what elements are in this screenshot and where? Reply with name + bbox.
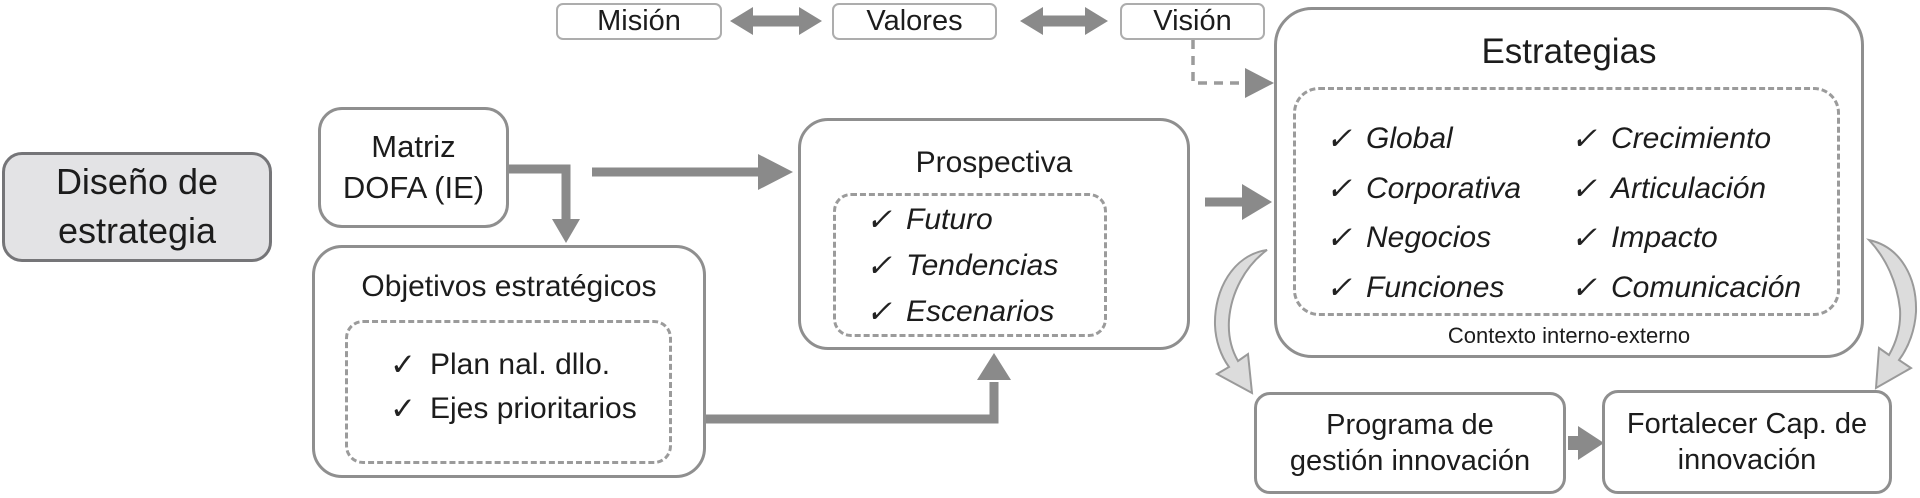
checklist-item: ✓ Escenarios bbox=[866, 289, 1104, 335]
checklist-item: ✓ Comunicación bbox=[1571, 263, 1837, 313]
checklist-label: Funciones bbox=[1366, 271, 1505, 305]
checklist-label: Articulación bbox=[1611, 171, 1767, 205]
prospectiva-title: Prospectiva bbox=[915, 146, 1073, 179]
checklist-label: Negocios bbox=[1366, 221, 1492, 255]
prospectiva-checklist: ✓ Futuro ✓ Tendencias ✓ Escenarios bbox=[833, 193, 1107, 337]
check-icon: ✓ bbox=[866, 248, 892, 283]
check-icon: ✓ bbox=[390, 391, 416, 426]
checklist-item: ✓ Impacto bbox=[1571, 214, 1837, 264]
check-icon: ✓ bbox=[1326, 120, 1352, 156]
prospectiva-box: Prospectiva ✓ Futuro ✓ Tendencias ✓ Esce… bbox=[798, 118, 1190, 350]
checklist-label: Plan nal. dllo. bbox=[430, 348, 611, 381]
checklist-item: ✓ Plan nal. dllo. bbox=[390, 343, 669, 387]
check-icon: ✓ bbox=[866, 202, 892, 237]
contexto-caption: Contexto interno-externo bbox=[1447, 323, 1691, 348]
check-icon: ✓ bbox=[1571, 120, 1597, 156]
programa-gestion-innovacion-box: Programa de gestión innovación bbox=[1254, 392, 1566, 494]
check-icon: ✓ bbox=[1571, 220, 1597, 256]
checklist-item: ✓ Global bbox=[1326, 114, 1571, 164]
arrowhead-programa-to-fortalecer-icon bbox=[1578, 426, 1604, 460]
checklist-item: ✓ Negocios bbox=[1326, 214, 1571, 264]
double-arrow-valores-vision-icon bbox=[1020, 7, 1108, 35]
vision-box: Visión bbox=[1120, 3, 1265, 40]
check-icon: ✓ bbox=[1326, 220, 1352, 256]
checklist-label: Ejes prioritarios bbox=[430, 392, 637, 425]
arrow-objetivos-to-prospectiva bbox=[706, 382, 999, 424]
diseno-de-estrategia-label: Diseño de estrategia bbox=[2, 152, 272, 262]
check-icon: ✓ bbox=[1571, 170, 1597, 206]
objetivos-estrategicos-box: Objetivos estratégicos ✓ Plan nal. dllo.… bbox=[312, 245, 706, 478]
arrowhead-objetivos-to-prospectiva-icon bbox=[977, 353, 1011, 380]
valores-box: Valores bbox=[832, 3, 997, 40]
arrowhead-matriz-to-prospectiva-icon bbox=[758, 154, 793, 190]
checklist-item: ✓ Tendencias bbox=[866, 243, 1104, 289]
checklist-item: ✓ Futuro bbox=[866, 197, 1104, 243]
checklist-label: Corporativa bbox=[1366, 171, 1522, 205]
arrow-matriz-to-objetivos bbox=[509, 164, 571, 222]
dashed-arrow-vision-to-estrategias bbox=[1191, 40, 1240, 85]
check-icon: ✓ bbox=[1326, 270, 1352, 306]
estrategias-title: Estrategias bbox=[1481, 32, 1657, 71]
checklist-item: ✓ Articulación bbox=[1571, 164, 1837, 214]
arrowhead-prospectiva-to-estrategias-icon bbox=[1242, 184, 1272, 220]
fortalecer-capacidad-innovacion-box: Fortalecer Cap. de innovación bbox=[1602, 390, 1892, 494]
double-arrow-mision-valores-icon bbox=[730, 7, 822, 35]
objetivos-title: Objetivos estratégicos bbox=[361, 270, 657, 303]
checklist-item: ✓ Ejes prioritarios bbox=[390, 387, 669, 431]
matriz-dofa-box: Matriz DOFA (IE) bbox=[318, 107, 509, 228]
arrowhead-vision-to-estrategias-icon bbox=[1245, 68, 1274, 98]
checklist-label: Tendencias bbox=[906, 249, 1059, 282]
checklist-item: ✓ Funciones bbox=[1326, 263, 1571, 313]
mision-box: Misión bbox=[556, 3, 722, 40]
checklist-label: Futuro bbox=[906, 203, 993, 236]
curved-arrow-estrategias-to-fortalecer-icon bbox=[1866, 238, 1918, 390]
checklist-label: Escenarios bbox=[906, 295, 1055, 328]
checklist-label: Global bbox=[1366, 121, 1453, 155]
estrategias-checklist: ✓ Global ✓ Corporativa ✓ Negocios ✓ Func… bbox=[1293, 87, 1840, 316]
checklist-label: Comunicación bbox=[1611, 271, 1802, 305]
objetivos-checklist: ✓ Plan nal. dllo. ✓ Ejes prioritarios bbox=[345, 320, 672, 464]
check-icon: ✓ bbox=[390, 347, 416, 382]
arrowhead-matriz-to-objetivos-icon bbox=[552, 219, 580, 243]
check-icon: ✓ bbox=[1326, 170, 1352, 206]
checklist-label: Impacto bbox=[1611, 221, 1718, 255]
estrategias-column-2: ✓ Crecimiento ✓ Articulación ✓ Impacto ✓… bbox=[1571, 114, 1837, 313]
checklist-item: ✓ Corporativa bbox=[1326, 164, 1571, 214]
estrategias-column-1: ✓ Global ✓ Corporativa ✓ Negocios ✓ Func… bbox=[1296, 114, 1571, 313]
checklist-label: Crecimiento bbox=[1611, 121, 1772, 155]
check-icon: ✓ bbox=[866, 294, 892, 329]
check-icon: ✓ bbox=[1571, 270, 1597, 306]
estrategias-box: Estrategias ✓ Global ✓ Corporativa ✓ Neg… bbox=[1274, 7, 1864, 358]
curved-arrow-estrategias-to-programa-icon bbox=[1213, 249, 1268, 395]
checklist-item: ✓ Crecimiento bbox=[1571, 114, 1837, 164]
